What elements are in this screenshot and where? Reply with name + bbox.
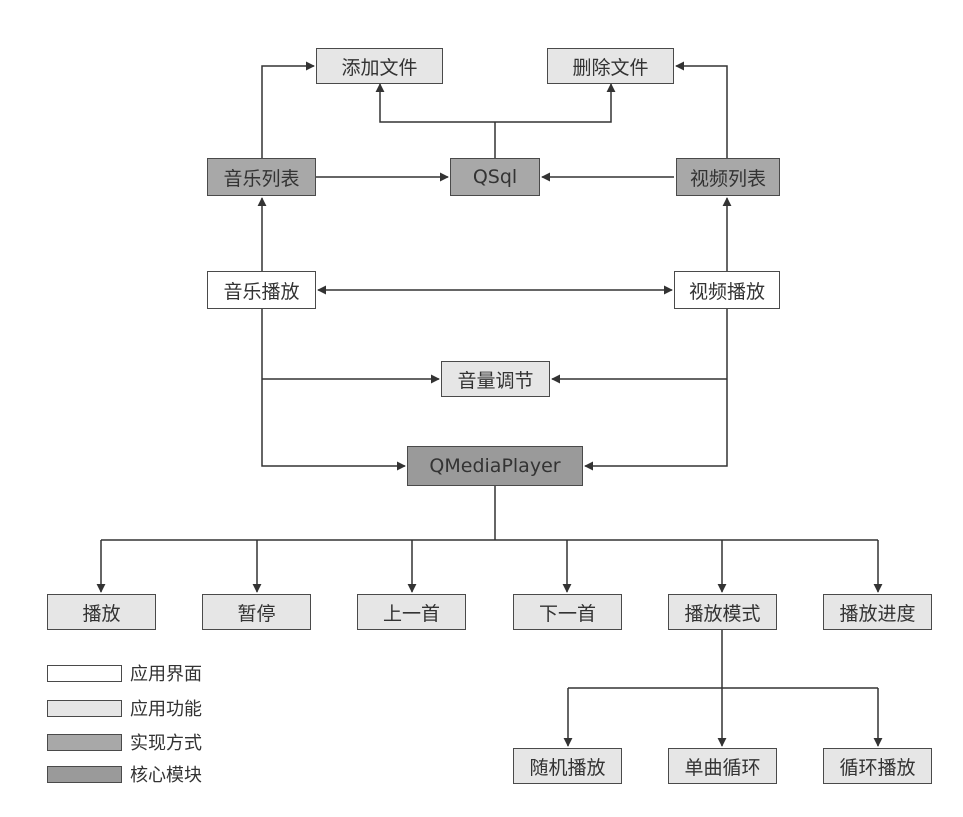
edge-music-play-trunk <box>261 309 406 471</box>
node-single-loop: 单曲循环 <box>668 748 777 784</box>
node-progress: 播放进度 <box>823 594 932 630</box>
legend-swatch-core <box>47 765 122 783</box>
legend-item-interface: 应用界面 <box>47 664 202 685</box>
node-volume: 音量调节 <box>441 361 550 397</box>
node-play-mode: 播放模式 <box>668 594 777 630</box>
node-next: 下一首 <box>513 594 622 630</box>
node-video-play: 视频播放 <box>674 271 780 309</box>
node-prev: 上一首 <box>357 594 466 630</box>
legend-item-core: 核心模块 <box>47 765 202 786</box>
node-music-play: 音乐播放 <box>207 271 316 309</box>
node-pause: 暂停 <box>202 594 311 630</box>
legend-label-function: 应用功能 <box>130 699 202 720</box>
node-delete-file: 删除文件 <box>547 48 674 84</box>
node-loop-play: 循环播放 <box>823 748 932 784</box>
legend-item-implementation: 实现方式 <box>47 733 202 754</box>
edge-video-play-trunk <box>584 309 728 471</box>
legend-swatch-implementation <box>47 733 122 751</box>
legend-swatch-interface <box>47 664 122 682</box>
node-qmediaplayer: QMediaPlayer <box>407 446 583 486</box>
legend-label-interface: 应用界面 <box>130 664 202 685</box>
legend-label-implementation: 实现方式 <box>130 733 202 754</box>
node-random-play: 随机播放 <box>513 748 622 784</box>
node-music-list: 音乐列表 <box>207 158 316 196</box>
edge-music-list-to-add-file <box>261 61 315 158</box>
node-video-list: 视频列表 <box>676 158 780 196</box>
node-add-file: 添加文件 <box>316 48 443 84</box>
edge-qsql-to-delete-file <box>495 83 616 123</box>
node-play: 播放 <box>47 594 156 630</box>
edge-video-list-to-delete-file <box>675 61 728 158</box>
legend-item-function: 应用功能 <box>47 699 202 720</box>
legend-label-core: 核心模块 <box>130 765 202 786</box>
node-qsql: QSql <box>450 158 540 196</box>
edge-qsql-to-add-file <box>375 83 495 123</box>
legend-swatch-function <box>47 699 122 717</box>
